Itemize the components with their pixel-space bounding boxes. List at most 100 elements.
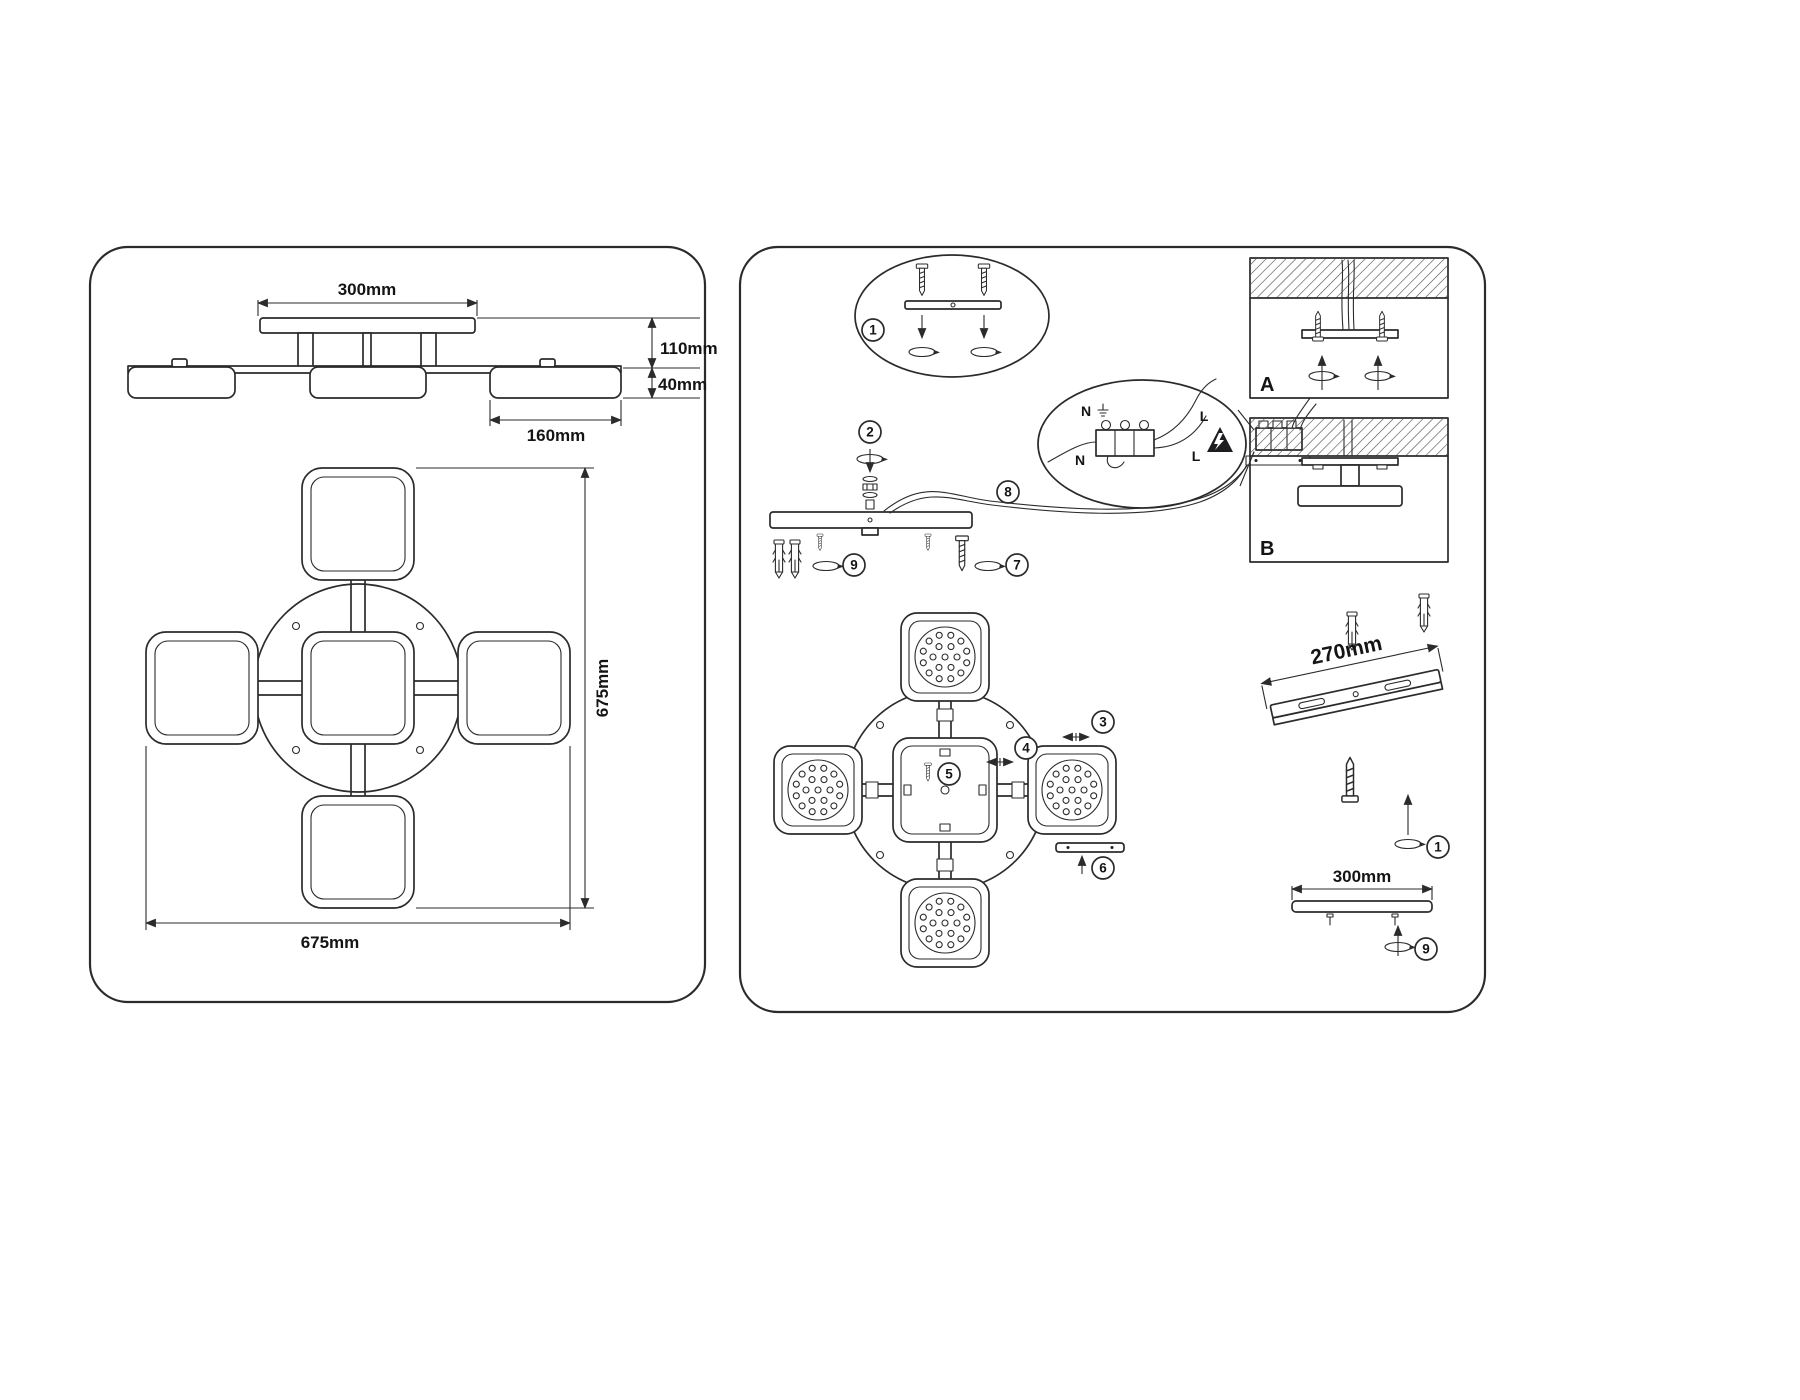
led-shade-right — [1028, 746, 1116, 834]
dim-label-675mm-h: 675mm — [301, 933, 360, 952]
wire-label-l-top: L — [1200, 408, 1209, 424]
step-marker-2: 2 — [858, 420, 882, 444]
dim-overall-height: 675mm — [416, 466, 612, 910]
step-2-label: 2 — [866, 425, 874, 440]
step-marker-4: 4 — [1014, 736, 1038, 760]
shade-left — [145, 631, 259, 745]
mounting-view-a: A — [1249, 257, 1449, 399]
left-panel-border — [88, 245, 707, 1004]
step-marker-1-rail: 1 — [1426, 835, 1450, 859]
step-marker-8: 8 — [996, 480, 1020, 504]
step-5-label: 5 — [945, 767, 953, 782]
plate-screws — [1326, 913, 1399, 926]
dim-label-270mm: 270mm — [1309, 632, 1385, 670]
wiring-detail: N L N L 8 — [883, 378, 1317, 514]
driver-strip — [1055, 842, 1125, 853]
dim-label-300mm: 300mm — [338, 280, 397, 299]
ceiling-hatch — [1250, 418, 1448, 456]
mounting-plate — [1291, 900, 1433, 913]
shade-bottom — [301, 795, 415, 909]
screw-dot — [291, 745, 301, 755]
step-1-label: 1 — [869, 323, 877, 338]
stem-right — [420, 332, 437, 368]
terminal-block-zoomed — [1095, 429, 1155, 457]
shade-side-left — [127, 366, 236, 399]
step-6-label: 6 — [1099, 861, 1107, 876]
bracket-a — [1301, 329, 1399, 339]
dim-shade-width: 160mm — [488, 400, 623, 445]
assembly-top-view: 3 4 5 6 — [774, 613, 1125, 967]
electric-warning-icon — [1207, 427, 1233, 452]
step-marker-5: 5 — [937, 762, 961, 786]
arms — [257, 579, 463, 801]
fasteners-row: 9 7 — [772, 533, 1029, 579]
view-a-label: A — [1260, 374, 1274, 396]
step-marker-7: 7 — [1005, 553, 1029, 577]
arm-connector — [1011, 781, 1025, 799]
wire-label-n-bottom: N — [1075, 452, 1085, 468]
dim-canopy-width: 300mm — [256, 280, 479, 316]
mains-cable — [889, 457, 1251, 514]
step-3-label: 3 — [1099, 715, 1107, 730]
led-shade-left — [774, 746, 862, 834]
wire-label-l-bottom: L — [1192, 448, 1201, 464]
led-shade-bottom — [901, 879, 989, 967]
step-marker-3: 3 — [1091, 710, 1115, 734]
right-panel-border — [738, 245, 1487, 1014]
bracket-b — [1301, 457, 1399, 466]
plate-detail: 300mm 9 — [1290, 867, 1438, 961]
stem-b — [1340, 464, 1360, 487]
step-1-label: 1 — [1434, 840, 1442, 855]
step-marker-9: 9 — [842, 553, 866, 577]
step-9-label: 9 — [1422, 942, 1430, 957]
mounting-rail: 270mm — [1260, 632, 1444, 726]
dim-label-300mm: 300mm — [1333, 867, 1392, 886]
shade-center — [301, 631, 415, 745]
right-panel: 1 2 N — [738, 245, 1487, 1014]
screw-dot — [415, 745, 425, 755]
rail-detail: 270mm 1 — [1260, 593, 1450, 859]
arm-connector — [936, 858, 954, 872]
canopy-side — [259, 317, 476, 334]
wire-label-n-top: N — [1081, 403, 1091, 419]
canopy-stem — [861, 527, 879, 536]
nub-right — [539, 358, 556, 368]
shade-side-right — [489, 366, 622, 399]
step1-bracket-detail: 1 — [854, 254, 1050, 378]
center-screw-hole — [940, 785, 950, 795]
canopy-plate — [769, 511, 973, 529]
screw-dot — [415, 621, 425, 631]
step2-canopy-detail: 2 — [769, 420, 973, 536]
canopy-b — [1297, 485, 1403, 507]
dim-label-110mm: 110mm — [660, 339, 718, 358]
top-view: 675mm 675mm — [144, 466, 612, 952]
stem-left — [297, 332, 314, 368]
dim-label-40mm: 40mm — [658, 375, 707, 394]
side-view: 300mm 110mm 40mm 160mm — [127, 280, 718, 445]
screw-dot — [291, 621, 301, 631]
view-b-label: B — [1260, 538, 1274, 560]
step-9-label: 9 — [850, 558, 858, 573]
left-panel: 300mm 110mm 40mm 160mm — [88, 245, 718, 1004]
step-marker-1: 1 — [861, 318, 885, 342]
mains-cable — [883, 451, 1255, 512]
step-7-label: 7 — [1013, 558, 1021, 573]
shade-top — [301, 467, 415, 581]
step-marker-9-plate: 9 — [1414, 937, 1438, 961]
wiring-zoom-callout — [1037, 379, 1247, 509]
mounting-view-b: B — [1249, 417, 1449, 563]
step-marker-6: 6 — [1091, 856, 1115, 880]
dim-label-675mm-v: 675mm — [593, 659, 612, 718]
shade-right — [457, 631, 571, 745]
step-8-label: 8 — [1004, 485, 1012, 500]
stem-center — [362, 332, 372, 368]
step-4-label: 4 — [1022, 741, 1030, 756]
nub-left — [171, 358, 188, 368]
dim-heights: 110mm 40mm — [477, 316, 718, 400]
ceiling-wires — [1343, 419, 1353, 457]
led-shade-top — [901, 613, 989, 701]
mounting-bracket — [904, 300, 1002, 310]
arm-connector — [865, 781, 879, 799]
